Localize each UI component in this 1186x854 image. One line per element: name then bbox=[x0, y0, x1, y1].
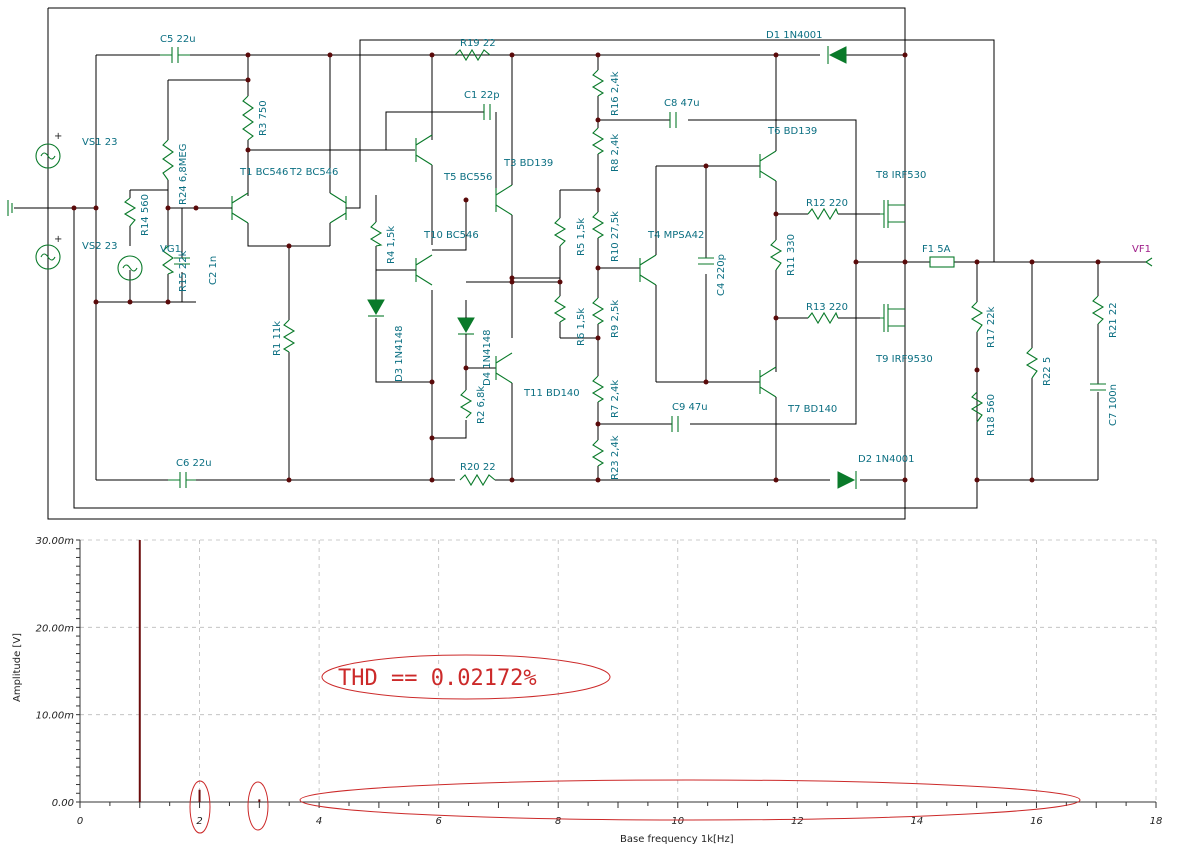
y-tick-labels: 0.00 10.00m 20.00m 30.00m bbox=[36, 536, 75, 809]
y-tick-label: 10.00m bbox=[36, 711, 75, 722]
label-r16: R16 2,4k bbox=[610, 71, 621, 116]
label-r8: R8 2,4k bbox=[610, 134, 621, 172]
label-r12: R12 220 bbox=[806, 198, 848, 209]
label-c6: C6 22u bbox=[176, 458, 212, 469]
y-tick-label: 0.00 bbox=[52, 798, 74, 809]
label-r4: R4 1,5k bbox=[386, 226, 397, 264]
label-t1: T1 BC546 bbox=[239, 167, 288, 178]
chart-bars bbox=[138, 540, 261, 802]
label-r14: R14 560 bbox=[140, 194, 151, 236]
svg-text:+: + bbox=[54, 234, 62, 245]
label-t3: T3 BD139 bbox=[503, 158, 553, 169]
label-r1: R1 11k bbox=[272, 321, 283, 356]
label-r2: R2 6,8k bbox=[476, 386, 487, 424]
x-tick-label: 18 bbox=[1150, 816, 1163, 827]
thd-ellipse bbox=[321, 654, 611, 700]
label-d3: D3 1N4148 bbox=[394, 325, 405, 382]
label-vs2: VS2 23 bbox=[82, 241, 117, 252]
label-r21: R21 22 bbox=[1108, 302, 1119, 338]
x-tick-label: 8 bbox=[555, 816, 561, 827]
label-r18: R18 560 bbox=[986, 394, 997, 436]
label-r20: R20 22 bbox=[460, 462, 496, 473]
label-f1: F1 5A bbox=[922, 244, 951, 255]
y-axis-label: Amplitude [V] bbox=[12, 633, 23, 702]
label-t9: T9 IRF9530 bbox=[875, 354, 933, 365]
x-tick-label: 2 bbox=[196, 816, 202, 827]
chart-grid bbox=[76, 539, 1157, 808]
harmonic3-ellipse bbox=[247, 781, 269, 831]
label-r10: R10 27,5k bbox=[610, 211, 621, 262]
x-tick-label: 10 bbox=[671, 816, 684, 827]
y-tick-label: 30.00m bbox=[36, 536, 75, 547]
x-tick-labels: 0 2 4 6 8 10 12 14 16 18 bbox=[77, 816, 1163, 827]
label-d4: D4 1N4148 bbox=[482, 329, 493, 386]
x-tick-label: 14 bbox=[911, 816, 924, 827]
label-c4: C4 220p bbox=[716, 254, 727, 296]
label-r6: R6 1,5k bbox=[576, 308, 587, 346]
label-vg1: VG1 bbox=[160, 244, 181, 255]
label-vs1: VS1 23 bbox=[82, 137, 117, 148]
x-tick-label: 12 bbox=[791, 816, 804, 827]
label-r5: R5 1,5k bbox=[576, 218, 587, 256]
label-t7: T7 BD140 bbox=[787, 404, 837, 415]
label-c7: C7 100n bbox=[1108, 384, 1119, 426]
label-r11: R11 330 bbox=[786, 234, 797, 276]
label-r3: R3 750 bbox=[258, 100, 269, 136]
label-t10: T10 BC546 bbox=[423, 230, 479, 241]
label-d2: D2 1N4001 bbox=[858, 454, 915, 465]
label-r15: R15 22k bbox=[178, 250, 189, 292]
higher-harmonics-ellipse bbox=[299, 779, 1081, 821]
svg-text:+: + bbox=[54, 131, 62, 142]
label-r7: R7 2,4k bbox=[610, 380, 621, 418]
label-r17: R17 22k bbox=[986, 306, 997, 348]
label-t6: T6 BD139 bbox=[767, 126, 817, 137]
harmonic2-ellipse bbox=[189, 780, 211, 834]
x-tick-label: 16 bbox=[1030, 816, 1043, 827]
label-r22: R22 5 bbox=[1042, 357, 1053, 386]
x-axis-label: Base frequency 1k[Hz] bbox=[620, 834, 734, 845]
label-r13: R13 220 bbox=[806, 302, 848, 313]
label-r24: R24 6,8MEG bbox=[178, 144, 189, 205]
y-tick-label: 20.00m bbox=[36, 623, 75, 634]
label-c9: C9 47u bbox=[672, 402, 708, 413]
thd-annotation: THD == 0.02172% bbox=[338, 666, 537, 691]
label-d1: D1 1N4001 bbox=[766, 30, 823, 41]
label-vf1: VF1 bbox=[1132, 244, 1151, 255]
x-tick-label: 6 bbox=[435, 816, 441, 827]
label-c5: C5 22u bbox=[160, 34, 196, 45]
label-c1: C1 22p bbox=[464, 90, 500, 101]
label-r9: R9 2,5k bbox=[610, 300, 621, 338]
label-t5: T5 BC556 bbox=[443, 172, 492, 183]
label-t11: T11 BD140 bbox=[523, 388, 580, 399]
label-t4: T4 MPSA42 bbox=[647, 230, 704, 241]
label-c2: C2 1n bbox=[208, 256, 219, 285]
x-tick-label: 4 bbox=[316, 816, 322, 827]
label-t8: T8 IRF530 bbox=[875, 170, 926, 181]
label-r23: R23 2,4k bbox=[610, 435, 621, 480]
label-t2: T2 BC546 bbox=[289, 167, 338, 178]
label-c8: C8 47u bbox=[664, 98, 700, 109]
x-tick-label: 0 bbox=[77, 816, 83, 827]
label-r19: R19 22 bbox=[460, 38, 496, 49]
